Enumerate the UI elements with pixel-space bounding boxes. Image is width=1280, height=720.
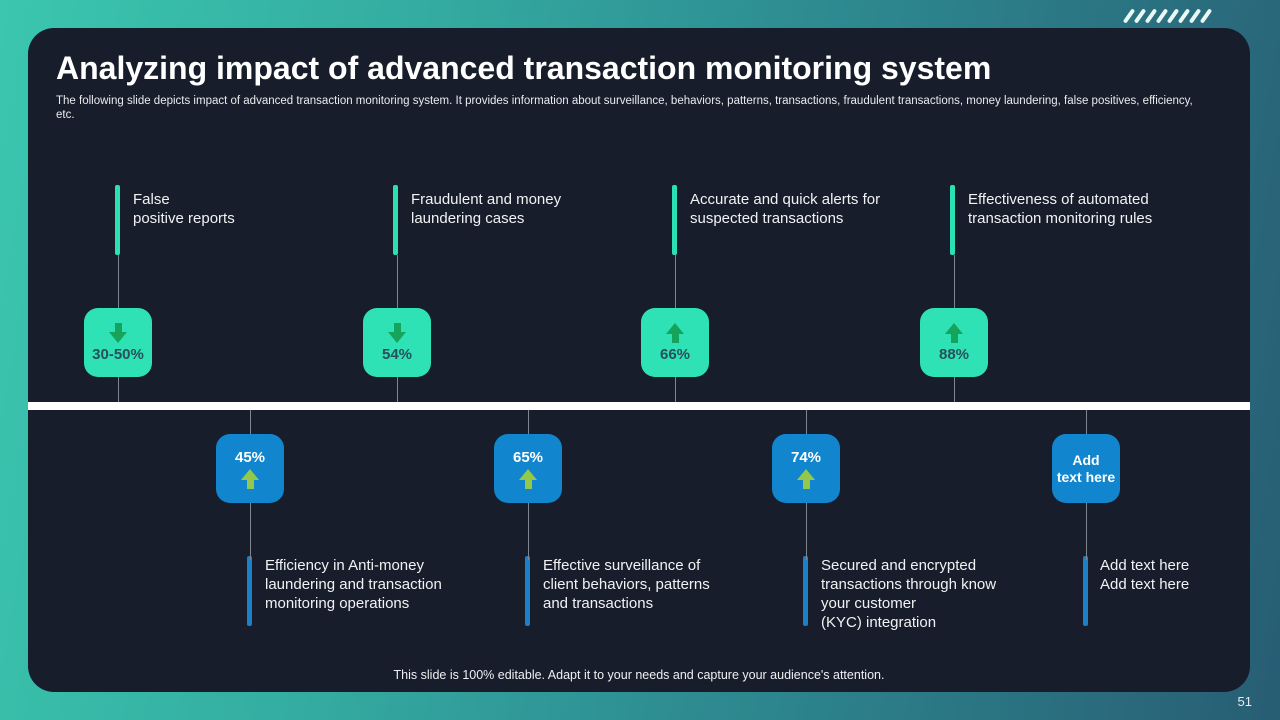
- top-label-fraud-cases: Fraudulent and money laundering cases: [411, 191, 562, 227]
- accent-bar-teal: [950, 185, 955, 255]
- timeline-divider: [28, 402, 1250, 410]
- value-box-kyc-secured: 74%: [772, 434, 840, 503]
- bottom-label-surveillance: Effective surveillance of client behavio…: [543, 557, 710, 612]
- bottom-label-aml-efficiency: Efficiency in Anti-money laundering and …: [265, 557, 442, 612]
- value-label: 30-50%: [92, 345, 144, 363]
- arrow-down-icon: [388, 322, 406, 343]
- value-box-accurate-alerts: 66%: [641, 308, 709, 377]
- value-box-fraud-cases: 54%: [363, 308, 431, 377]
- value-label: 66%: [659, 345, 691, 363]
- arrow-down-icon: [109, 322, 127, 343]
- top-label-accurate-alerts: Accurate and quick alerts for suspected …: [690, 191, 881, 227]
- slash-icon: [1199, 8, 1213, 24]
- accent-bar-blue: [247, 556, 252, 626]
- slash-marks-decoration: [1122, 8, 1213, 24]
- accent-bar-teal: [672, 185, 677, 255]
- value-box-surveillance: 65%: [494, 434, 562, 503]
- arrow-up-icon: [945, 322, 963, 343]
- accent-bar-teal: [115, 185, 120, 255]
- top-label-false-positives: False positive reports: [133, 191, 235, 227]
- arrow-up-icon: [241, 468, 259, 489]
- page-title: Analyzing impact of advanced transaction…: [56, 50, 992, 86]
- value-label: 65%: [512, 448, 544, 466]
- value-label: 54%: [381, 345, 413, 363]
- value-box-add-text-placeholder[interactable]: Add text here: [1052, 434, 1120, 503]
- arrow-up-icon: [797, 468, 815, 489]
- placeholder-text[interactable]: Add text here: [1056, 451, 1116, 485]
- accent-bar-blue: [525, 556, 530, 626]
- accent-bar-blue: [803, 556, 808, 626]
- value-box-aml-efficiency: 45%: [216, 434, 284, 503]
- editable-note: This slide is 100% editable. Adapt it to…: [393, 668, 885, 682]
- page-number: 51: [1237, 694, 1252, 709]
- accent-bar-blue: [1083, 556, 1088, 626]
- arrow-up-icon: [666, 322, 684, 343]
- value-label: 74%: [790, 448, 822, 466]
- slide-subtitle: The following slide depicts impact of ad…: [56, 95, 1193, 121]
- value-box-false-positives: 30-50%: [84, 308, 152, 377]
- slide-panel: Analyzing impact of advanced transaction…: [28, 28, 1250, 692]
- accent-bar-teal: [393, 185, 398, 255]
- bottom-label-add-text-placeholder[interactable]: Add text here Add text here: [1100, 557, 1190, 593]
- top-label-automated-rules: Effectiveness of automated transaction m…: [968, 191, 1153, 227]
- value-label: 45%: [234, 448, 266, 466]
- arrow-up-icon: [519, 468, 537, 489]
- bottom-label-kyc-secured: Secured and encrypted transactions throu…: [821, 557, 997, 631]
- value-label: 88%: [938, 345, 970, 363]
- value-box-automated-rules: 88%: [920, 308, 988, 377]
